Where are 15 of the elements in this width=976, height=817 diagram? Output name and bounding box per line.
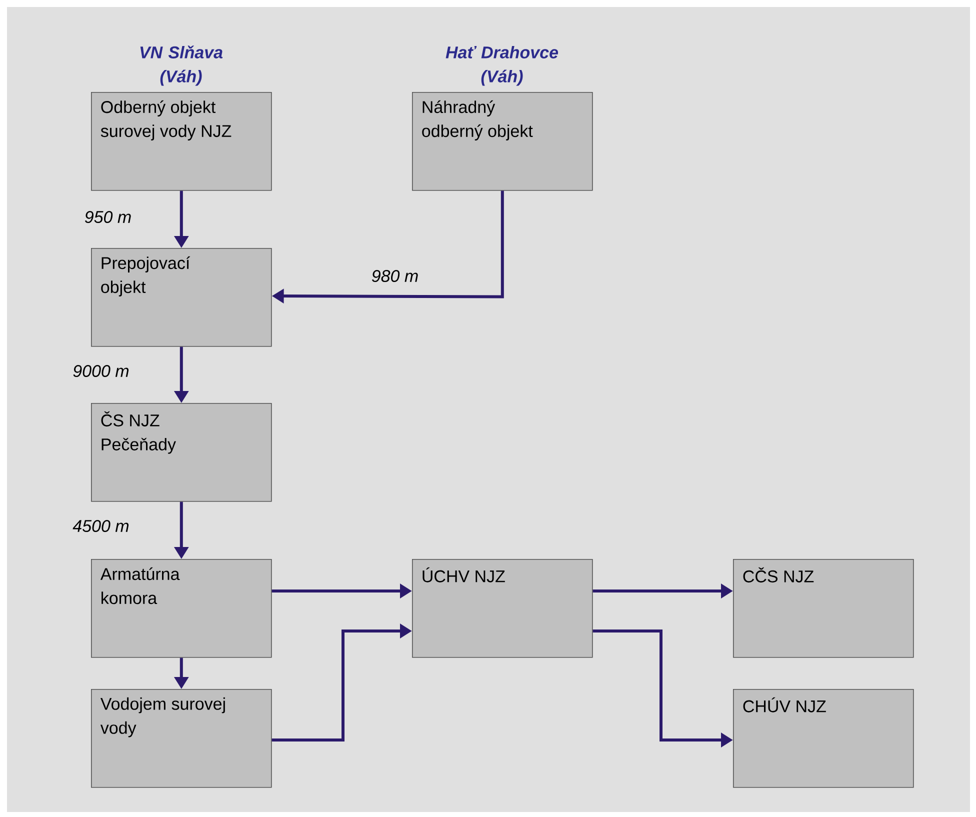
process-box: Vodojem surovej vody [91, 689, 272, 788]
process-box: Armatúrna komora [91, 559, 272, 658]
process-box: ÚCHV NJZ [412, 559, 593, 658]
process-box: Odberný objekt surovej vody NJZ [91, 92, 272, 191]
process-box: ČS NJZ Pečeňady [91, 403, 272, 502]
process-box: Náhradný odberný objekt [412, 92, 593, 191]
process-box: CČS NJZ [733, 559, 914, 658]
process-box: CHÚV NJZ [733, 689, 914, 788]
heading: VN Slňava (Váh) [140, 46, 223, 86]
process-box: Prepojovací objekt [91, 248, 272, 347]
edge-label: 950 m [83, 210, 133, 224]
edge-label: 4500 m [72, 519, 130, 534]
heading: Hať Drahovce (Váh) [446, 46, 558, 86]
edge-label: 9000 m [72, 364, 130, 378]
edge-label: 980 m [370, 269, 420, 284]
